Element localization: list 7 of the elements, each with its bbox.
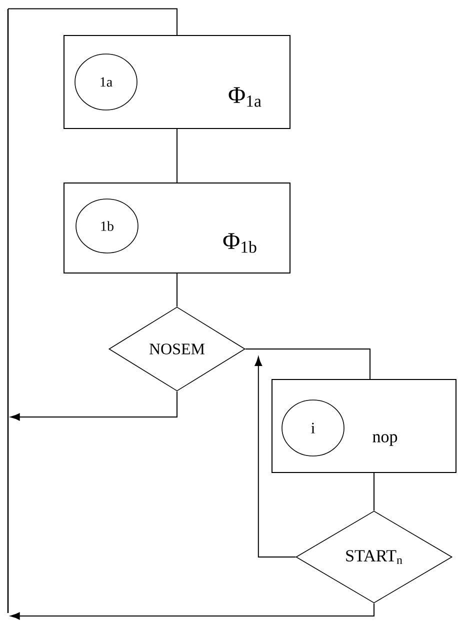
arrow xyxy=(254,356,296,558)
arrow xyxy=(10,602,374,620)
connector-line xyxy=(8,8,178,36)
connector-line xyxy=(244,348,370,380)
connector-line xyxy=(176,128,178,183)
arrow xyxy=(10,390,178,421)
connector-line xyxy=(176,273,178,308)
